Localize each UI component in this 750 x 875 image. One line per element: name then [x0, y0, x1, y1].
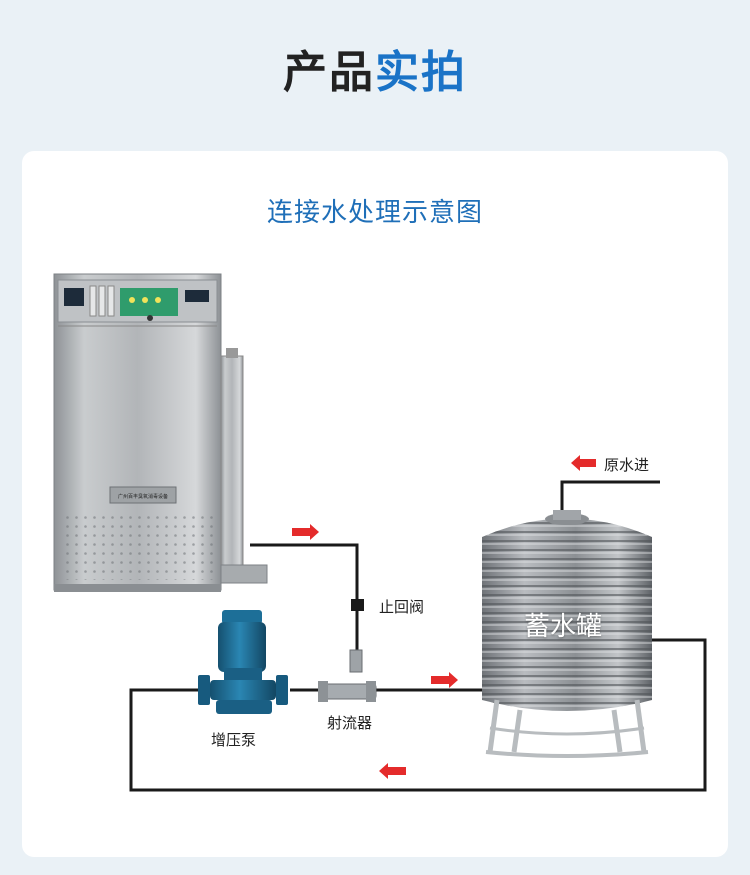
flow-arrow-right-1 — [292, 524, 319, 540]
storage-tank-device — [482, 510, 652, 758]
check-valve-icon — [351, 599, 364, 611]
flow-arrow-right-2 — [431, 672, 458, 688]
flow-arrow-left-inlet — [571, 455, 596, 471]
page-title: 产品实拍 — [0, 36, 750, 100]
ejector-device — [318, 649, 377, 702]
page-title-part1: 产品 — [283, 47, 375, 98]
page-title-part2: 实拍 — [375, 47, 467, 98]
label-storage-tank: 蓄水罐 — [524, 612, 603, 642]
pipe-machine-to-ejector — [250, 543, 359, 650]
ozone-generator-machine: 广州百丰臭氧消毒设备 — [53, 273, 268, 592]
label-check-valve: 止回阀 — [379, 598, 425, 616]
pipe-raw-water-inlet — [560, 480, 660, 520]
label-raw-water-in: 原水进 — [604, 456, 650, 474]
pipe-return-loop — [129, 638, 707, 792]
control-panel — [120, 288, 178, 316]
machine-plate: 广州百丰臭氧消毒设备 — [118, 493, 168, 500]
booster-pump-device — [198, 610, 288, 714]
label-ejector: 射流器 — [327, 714, 373, 732]
pipe-network — [129, 480, 707, 792]
display-screen — [64, 288, 84, 306]
flow-arrow-left-return — [379, 763, 406, 779]
flow-arrows — [292, 455, 596, 779]
label-booster-pump: 增压泵 — [211, 731, 257, 749]
diagram-title: 连接水处理示意图 — [266, 198, 483, 228]
